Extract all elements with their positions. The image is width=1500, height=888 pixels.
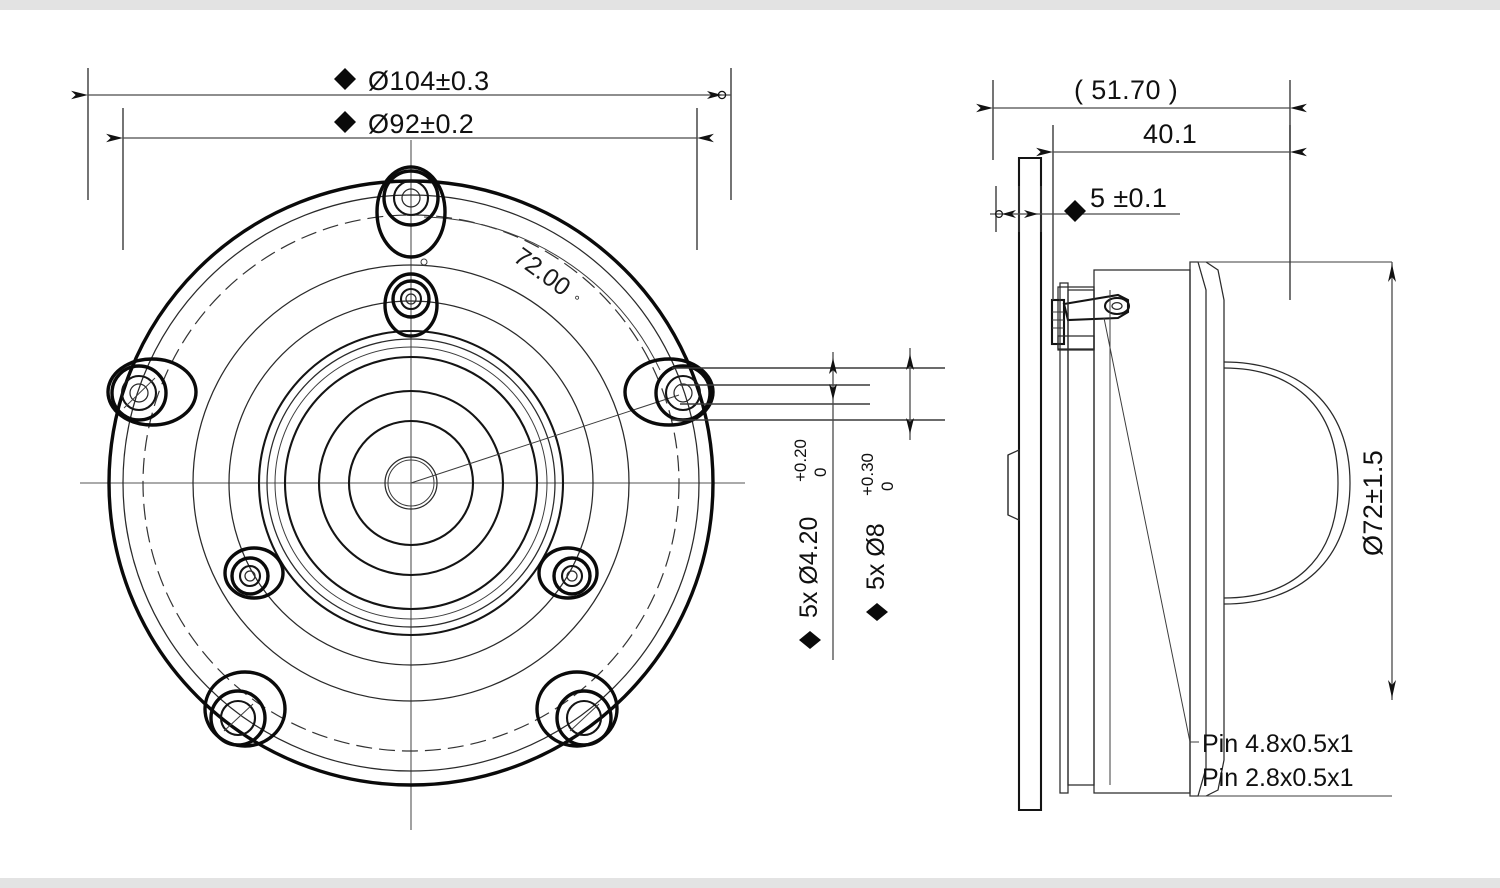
side-view-group: ( 51.70 ) 40.1 5 ±0.1 <box>976 75 1396 812</box>
side-body-sections <box>1059 261 1392 797</box>
angle-arc-dot <box>420 258 428 266</box>
dim-label-large-hole: 5x Ø8 <box>862 523 890 590</box>
dim-large-hole-callout: 5x Ø8 +0.30 0 <box>858 348 914 621</box>
angle-radius-line <box>410 394 680 484</box>
side-terminal-block <box>1050 286 1131 351</box>
dim-label-magnet-diameter: Ø72±1.5 <box>1358 450 1388 556</box>
small-hole-top <box>383 272 439 338</box>
dim-label-small-hole: 5x Ø4.20 <box>795 517 823 618</box>
dome-ring <box>317 389 505 577</box>
frame-ring-mid <box>228 300 594 666</box>
voice-coil-ring <box>347 419 475 547</box>
dim-flange-thickness: 5 ±0.1 <box>990 183 1180 232</box>
pin-note-1: Pin 4.8x0.5x1 <box>1202 730 1354 758</box>
diamond-symbol-92 <box>334 111 356 133</box>
center-hub-inner <box>387 459 435 507</box>
dim-label-overall-depth: ( 51.70 ) <box>1074 75 1178 105</box>
dim-tol-lower-small-hole: 0 <box>811 468 830 477</box>
dim-outer-diameter: Ø104±0.3 <box>71 66 732 200</box>
frame-ring-outer <box>192 264 630 702</box>
angle-unit: ° <box>568 292 582 308</box>
angle-arc <box>423 216 661 371</box>
side-dome-profile <box>1223 361 1351 605</box>
dim-label-outer-diameter: Ø104±0.3 <box>368 66 490 96</box>
center-hub-outer <box>384 456 438 510</box>
large-hole-lower-left <box>203 670 287 748</box>
front-view-group: Ø104±0.3 Ø92±0.2 72.00 ° <box>71 66 945 830</box>
bolt-circle-92 <box>142 214 680 752</box>
dim-label-flange-thickness: 5 ±0.1 <box>1090 183 1167 213</box>
pin-callout: Pin 4.8x0.5x1 Pin 2.8x0.5x1 <box>1103 317 1354 792</box>
front-view-centerlines <box>80 140 745 830</box>
dim-tol-lower-large-hole: 0 <box>878 482 897 491</box>
large-hole-lower-right <box>535 670 619 748</box>
surround-inner-ring <box>266 338 556 628</box>
dim-magnet-diameter: Ø72±1.5 <box>1358 262 1396 700</box>
cone-outer-ring <box>283 355 539 611</box>
dim-bolt-circle-diameter: Ø92±0.2 <box>106 108 714 250</box>
dim-body-depth: 40.1 <box>1036 119 1307 300</box>
dim-label-bolt-circle: Ø92±0.2 <box>368 109 474 139</box>
dim-label-body-depth: 40.1 <box>1143 119 1197 149</box>
diamond-symbol-small-hole <box>799 631 821 649</box>
large-hole-upper-right <box>623 357 715 427</box>
diamond-symbol-large-hole <box>866 603 888 621</box>
surround-detail-ring <box>274 346 548 620</box>
hole-callout-extension-lines <box>672 367 945 421</box>
dim-small-hole-callout: 5x Ø4.20 +0.20 0 <box>791 352 837 660</box>
dim-tol-upper-large-hole: +0.30 <box>858 453 877 496</box>
small-hole-lower-right <box>537 546 599 600</box>
large-hole-top <box>375 165 447 259</box>
diamond-symbol-flange <box>1064 200 1086 222</box>
dim-overall-depth: ( 51.70 ) <box>976 75 1307 160</box>
pin-note-2: Pin 2.8x0.5x1 <box>1202 764 1354 792</box>
surround-outer-ring <box>257 329 565 637</box>
small-hole-lower-left <box>223 546 285 600</box>
dim-tol-upper-small-hole: +0.20 <box>791 439 810 482</box>
flange-inner-circle <box>122 194 700 772</box>
side-flange-plate <box>1007 156 1043 812</box>
diamond-symbol-104 <box>334 68 356 90</box>
large-hole-upper-left <box>106 357 198 427</box>
